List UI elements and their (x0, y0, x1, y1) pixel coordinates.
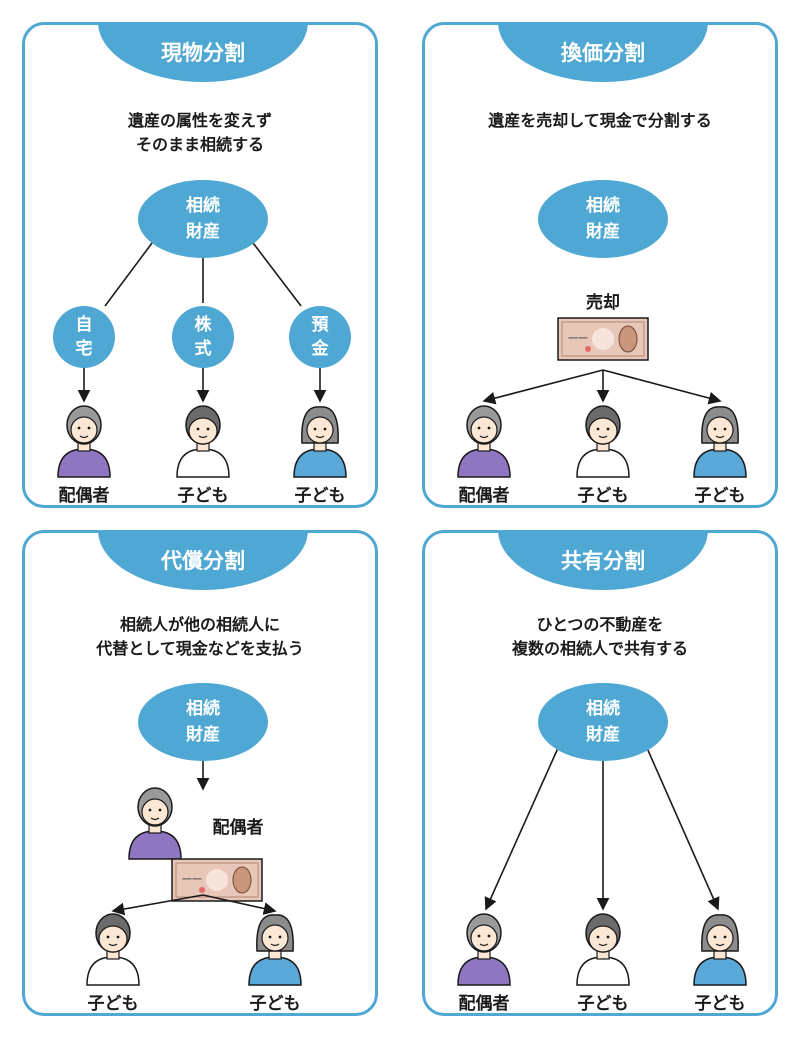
heir-label: 子ども (577, 486, 629, 506)
person-icon (457, 913, 511, 986)
estate-node: 相続財産 (538, 683, 668, 761)
banknote-icon (557, 317, 649, 361)
heir-label: 子ども (694, 994, 746, 1014)
heir-label: 配偶者 (58, 486, 110, 506)
estate-node: 相続財産 (138, 683, 268, 761)
connector-lines (457, 747, 747, 986)
desc-line: 遺産の属性を変えず (127, 111, 272, 130)
banknote-icon (171, 858, 263, 902)
panel-genbutsu-bunkatsu: 現物分割 遺産の属性を変えず そのまま相続する 相続財産 自宅 株式 預金 配偶… (22, 22, 378, 508)
person-icon (293, 406, 347, 478)
asset-house: 自宅 (53, 306, 115, 368)
panel-description: ひとつの不動産を 複数の相続人で共有する (425, 613, 775, 661)
desc-line: 遺産を売却して現金で分割する (488, 111, 712, 130)
connector-lines (57, 234, 347, 478)
panel-description: 相続人が他の相続人に 代替として現金などを支払う (25, 613, 375, 661)
person-icon (576, 913, 630, 986)
desc-line: そのまま相続する (135, 135, 264, 154)
panel-kyoyu-bunkatsu: 共有分割 ひとつの不動産を 複数の相続人で共有する 相続財産 配偶者 子ども 子… (422, 530, 778, 1016)
desc-line: 相続人が他の相続人に (119, 615, 280, 634)
desc-line: ひとつの不動産を (536, 615, 664, 634)
heir-label: 子ども (577, 994, 629, 1014)
sale-label: 売却 (586, 293, 620, 313)
person-icon (248, 914, 302, 986)
heir-label: 子ども (177, 486, 229, 506)
person-icon (128, 787, 182, 860)
panel-kanka-bunkatsu: 換価分割 遺産を売却して現金で分割する 相続財産 売却 配偶者 子ども 子ども (422, 22, 778, 508)
person-icon (457, 405, 511, 478)
estate-node: 相続財産 (138, 180, 268, 258)
desc-line: 代替として現金などを支払う (96, 639, 304, 658)
estate-node: 相続財産 (538, 180, 668, 258)
person-icon (176, 405, 230, 478)
person-icon (576, 405, 630, 478)
connector-lines (457, 317, 747, 478)
panel-daisho-bunkatsu: 代償分割 相続人が他の相続人に 代替として現金などを支払う 相続財産 配偶者 子… (22, 530, 378, 1016)
heir-label: 子ども (87, 994, 139, 1014)
heir-label: 配偶者 (458, 994, 510, 1014)
person-icon (693, 406, 747, 478)
heir-label: 子ども (294, 486, 346, 506)
person-icon (57, 405, 111, 478)
payer-label: 配偶者 (212, 818, 264, 838)
panel-description: 遺産を売却して現金で分割する (425, 109, 775, 133)
asset-deposit: 預金 (289, 306, 351, 368)
desc-line: 複数の相続人で共有する (511, 639, 688, 658)
heir-label: 子ども (694, 486, 746, 506)
heir-label: 配偶者 (458, 486, 510, 506)
person-icon (693, 914, 747, 986)
person-icon (86, 913, 140, 986)
asset-stock: 株式 (172, 306, 234, 368)
panel-description: 遺産の属性を変えず そのまま相続する (25, 109, 375, 157)
heir-label: 子ども (249, 994, 301, 1014)
connector-lines (86, 758, 302, 986)
